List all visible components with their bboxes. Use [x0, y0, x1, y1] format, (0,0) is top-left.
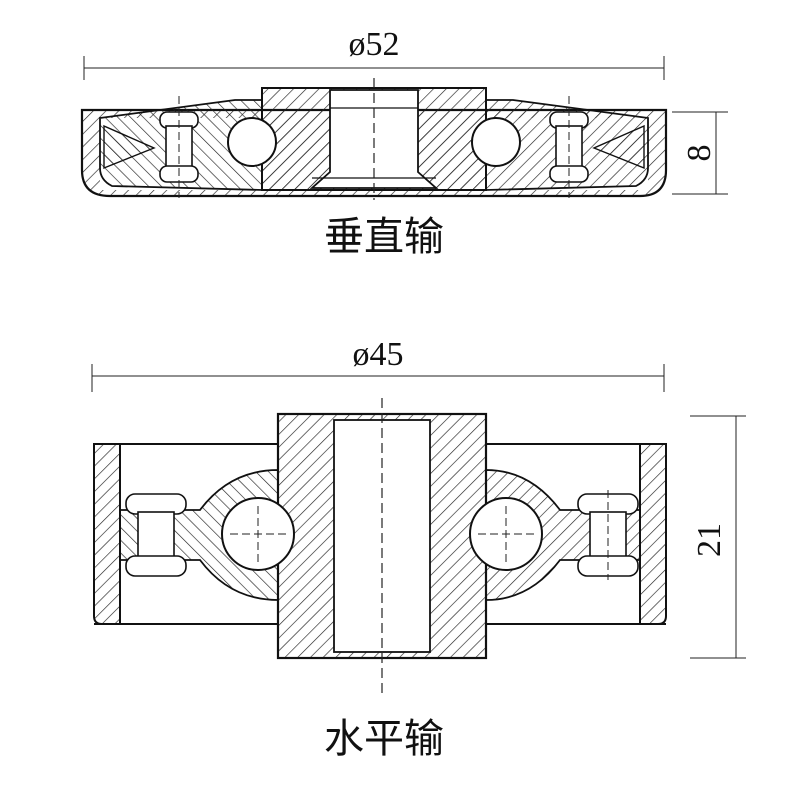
top-housing	[80, 78, 668, 200]
top-height-dimension: 8	[672, 111, 728, 195]
top-caption: 垂直输	[324, 214, 444, 260]
top-diameter-label: ø52	[349, 26, 400, 63]
bottom-left-ball	[221, 497, 295, 571]
bottom-left-roller	[125, 493, 187, 577]
top-left-roller	[159, 96, 199, 198]
top-height-label: 8	[681, 145, 718, 162]
top-diameter-dimension: ø52	[83, 26, 665, 80]
bottom-caption: 水平输	[324, 716, 444, 762]
bottom-right-roller	[577, 490, 639, 580]
bottom-height-label: 21	[691, 523, 728, 557]
bottom-view: ø45	[91, 336, 746, 762]
top-left-ball	[227, 117, 277, 167]
top-right-roller	[549, 96, 589, 198]
top-view: ø52	[80, 26, 728, 260]
bottom-diameter-dimension: ø45	[91, 336, 665, 392]
top-right-ball	[471, 117, 521, 167]
bottom-height-dimension: 21	[690, 415, 746, 659]
bottom-housing	[93, 398, 667, 696]
bottom-right-ball	[469, 497, 543, 571]
bottom-diameter-label: ø45	[353, 336, 404, 373]
